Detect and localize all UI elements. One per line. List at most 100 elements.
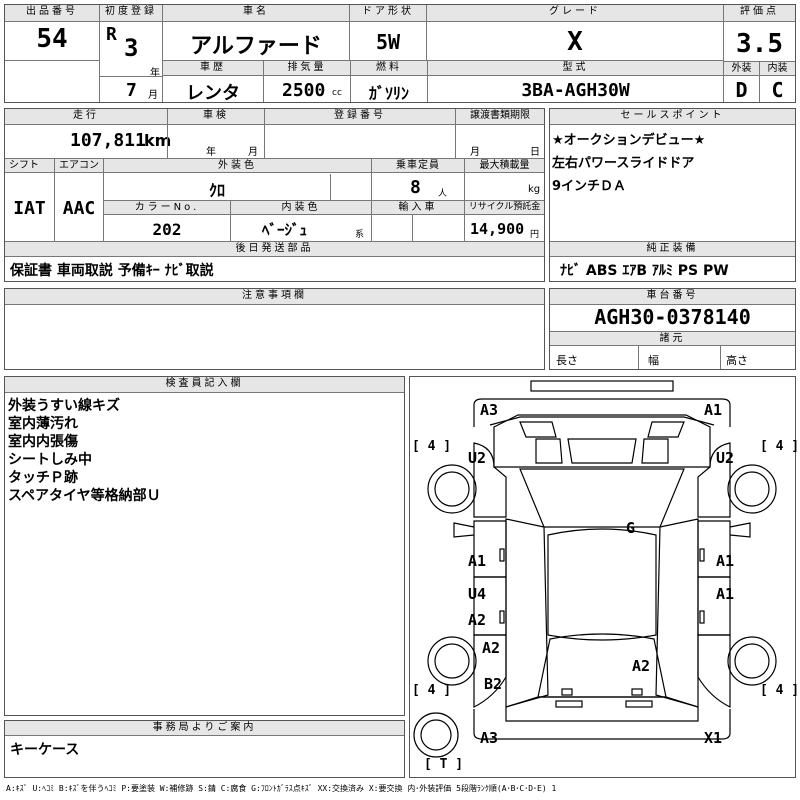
- import-header: 輸入車: [372, 201, 464, 215]
- sales-point-2: 左右パワースライドドア: [552, 156, 695, 171]
- inspector-note-6: スペアタイヤ等格納部Ｕ: [8, 488, 161, 504]
- exterior-score-header: 外装: [724, 62, 759, 76]
- notes-header: 注意事項欄: [5, 289, 544, 305]
- registration-month: 7: [126, 80, 137, 101]
- damage-right-front-door: A1: [716, 552, 735, 570]
- max-load-unit: kg: [528, 184, 541, 195]
- damage-front-left: A3: [480, 401, 499, 419]
- interior-score: C: [771, 78, 784, 102]
- vehicle-details-block: [4, 108, 545, 282]
- seating-capacity: 8: [410, 177, 421, 198]
- grade: X: [567, 27, 583, 57]
- model-header: 型式: [428, 61, 723, 76]
- displacement-header: 排気量: [264, 61, 350, 76]
- inspector-note-1: 外装うすい線キズ: [8, 398, 120, 414]
- shift: IAT: [13, 198, 46, 219]
- damage-legend: A:ｷｽﾞ U:ﾍｺﾐ B:ｷｽﾞを伴うﾍｺﾐ P:要塗装 W:補修跡 S:錆 …: [6, 784, 557, 793]
- score: 3.5: [736, 29, 783, 59]
- history: レンタ: [186, 83, 240, 104]
- car-outline-svg: [413, 380, 777, 758]
- sales-point-header: セールスポイント: [550, 109, 795, 125]
- interior-color-unit: 系: [355, 230, 365, 240]
- registration-number-header: 登録番号: [265, 109, 455, 125]
- inspection-month-unit: 月: [248, 147, 258, 158]
- mileage-unit: km: [144, 131, 172, 150]
- transfer-month-unit: 月: [470, 147, 480, 158]
- aircon: AAC: [62, 198, 96, 219]
- height-label: 高さ: [726, 354, 748, 367]
- chassis-number: AGH30-0378140: [594, 305, 751, 329]
- max-load-header: 最大積載量: [465, 159, 544, 173]
- car-name-header: 車名: [163, 5, 349, 22]
- shift-header: シフト: [5, 159, 54, 173]
- model-code: 3BA-AGH30W: [521, 80, 630, 101]
- door-type-header: ドア形状: [350, 5, 426, 22]
- damage-left-fender: U2: [468, 449, 487, 467]
- damage-left-quarter: A2: [482, 639, 501, 657]
- damage-rear-bumper-left: A3: [480, 729, 499, 747]
- sales-point-block: [549, 108, 796, 282]
- door-type: 5W: [375, 30, 401, 54]
- inspector-note-3: 室内内張傷: [8, 434, 78, 450]
- seats-unit: 人: [438, 189, 448, 199]
- notes-block: [4, 288, 545, 370]
- damage-right-fender: U2: [716, 449, 735, 467]
- score-header: 評価点: [724, 5, 795, 22]
- top-info-block: [4, 4, 796, 103]
- recycle-fee-header: リサイクル預託金: [465, 201, 544, 215]
- equipment: ﾅﾋﾞ ABS ｴｱB ｱﾙﾐ PS PW: [560, 263, 729, 279]
- tire-fr: [ 4 ]: [760, 439, 800, 454]
- color-number-header: カラーNo.: [104, 201, 230, 215]
- length-label: 長さ: [556, 354, 578, 367]
- displacement: 2500: [282, 80, 326, 101]
- history-header: 車歴: [163, 61, 263, 76]
- transfer-day-unit: 日: [530, 147, 540, 158]
- later-parts-header: 後日発送部品: [5, 242, 544, 257]
- transfer-deadline-header: 譲渡書類期限: [456, 109, 544, 125]
- inspector-block: [4, 376, 405, 716]
- damage-rear-glass: A2: [632, 657, 651, 675]
- year-unit: 年: [150, 68, 160, 79]
- spec-header: 諸元: [550, 332, 795, 346]
- recycle-fee-unit: 円: [530, 230, 540, 240]
- chassis-number-header: 車台番号: [550, 289, 795, 305]
- inspector-note-4: シートしみ中: [8, 452, 92, 468]
- mileage: 107,811: [70, 130, 146, 151]
- first-registration-header: 初度登録: [100, 5, 162, 22]
- spare-tire-label: [ T ]: [424, 757, 464, 772]
- later-parts: 保証書 車両取説 予備ｷｰ ﾅﾋﾞ取説: [10, 263, 214, 279]
- inspection-year-unit: 年: [206, 147, 216, 158]
- damage-left-rear: B2: [484, 675, 503, 693]
- lot-number-header: 出品番号: [5, 5, 99, 22]
- interior-color-header: 内装色: [231, 201, 371, 215]
- recycle-fee: 14,900: [470, 220, 525, 238]
- office-note: キーケース: [10, 742, 80, 758]
- tire-rl: [ 4 ]: [412, 683, 452, 698]
- office-header: 事務局よりご案内: [5, 721, 404, 736]
- exterior-score: D: [735, 78, 748, 102]
- seating-capacity-header: 乗車定員: [372, 159, 464, 173]
- damage-left-rear-door: U4: [468, 585, 487, 603]
- sales-point-3: 9インチＤＡ: [552, 179, 627, 194]
- exterior-color: ｸﾛ: [208, 181, 225, 200]
- month-unit: 月: [148, 90, 158, 101]
- fuel-header: 燃料: [351, 61, 427, 76]
- damage-right-rear-door: A1: [716, 585, 735, 603]
- damage-front-right: A1: [704, 401, 723, 419]
- width-label: 幅: [648, 354, 659, 367]
- mileage-header: 走行: [5, 109, 167, 125]
- registration-year: 3: [124, 34, 139, 62]
- damage-diagram: [ 4 ] [ 4 ] [ 4 ] [ 4 ] [ T ] A3 A1 U2 U…: [409, 376, 800, 778]
- color-number: 202: [152, 220, 182, 239]
- inspector-note-5: タッチＰ跡: [8, 470, 78, 486]
- equipment-header: 純正装備: [550, 242, 795, 257]
- aircon-header: エアコン: [55, 159, 103, 173]
- damage-rear-bumper-right: X1: [704, 729, 723, 747]
- interior-color: ﾍﾞｰｼﾞｭ: [262, 221, 308, 239]
- sales-point-1: ★オークションデビュー★: [552, 133, 706, 148]
- exterior-color-header: 外装色: [104, 159, 371, 173]
- tire-rr: [ 4 ]: [760, 683, 800, 698]
- interior-score-header: 内装: [760, 62, 795, 76]
- car-name: アルファード: [190, 34, 322, 59]
- damage-left-front-door: A1: [468, 552, 487, 570]
